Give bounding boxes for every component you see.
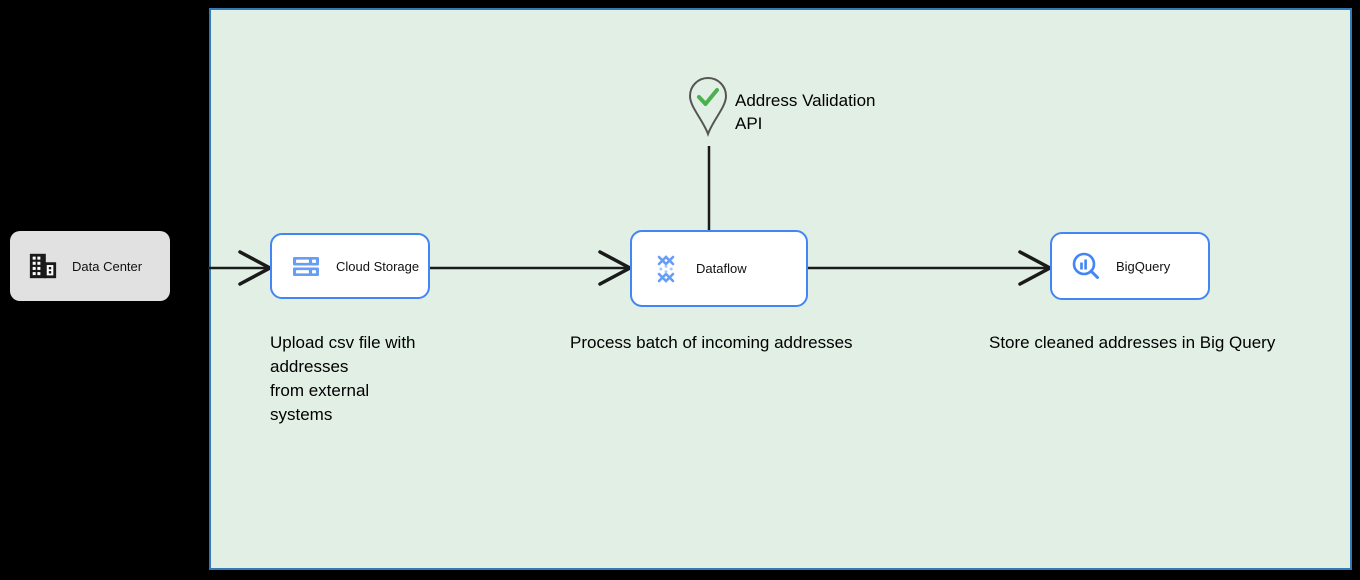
dataflow-icon xyxy=(657,254,675,283)
cloud-storage-icon xyxy=(293,257,319,276)
address-validation-api-label: Address Validation API xyxy=(735,91,876,133)
data-center-label: Data Center xyxy=(72,258,143,274)
cloud-storage-node[interactable]: Cloud Storage xyxy=(270,233,430,299)
building-icon xyxy=(29,253,57,279)
data-center-node[interactable]: Data Center xyxy=(10,231,170,301)
caption-process-batch: Process batch of incoming addresses xyxy=(570,333,853,352)
caption-upload-csv: Upload csv file with addresses from exte… xyxy=(270,333,416,424)
caption-store-addresses: Store cleaned addresses in Big Query xyxy=(989,333,1276,352)
map-pin-check-icon xyxy=(688,76,728,137)
address-validation-api-node[interactable]: Address Validation API xyxy=(686,76,876,138)
cloud-storage-label: Cloud Storage xyxy=(336,258,420,274)
dataflow-label: Dataflow xyxy=(696,261,747,276)
bigquery-icon xyxy=(1072,252,1099,279)
dataflow-node[interactable]: Dataflow xyxy=(630,230,808,307)
bigquery-node[interactable]: BigQuery xyxy=(1050,232,1210,300)
bigquery-label: BigQuery xyxy=(1116,258,1171,274)
